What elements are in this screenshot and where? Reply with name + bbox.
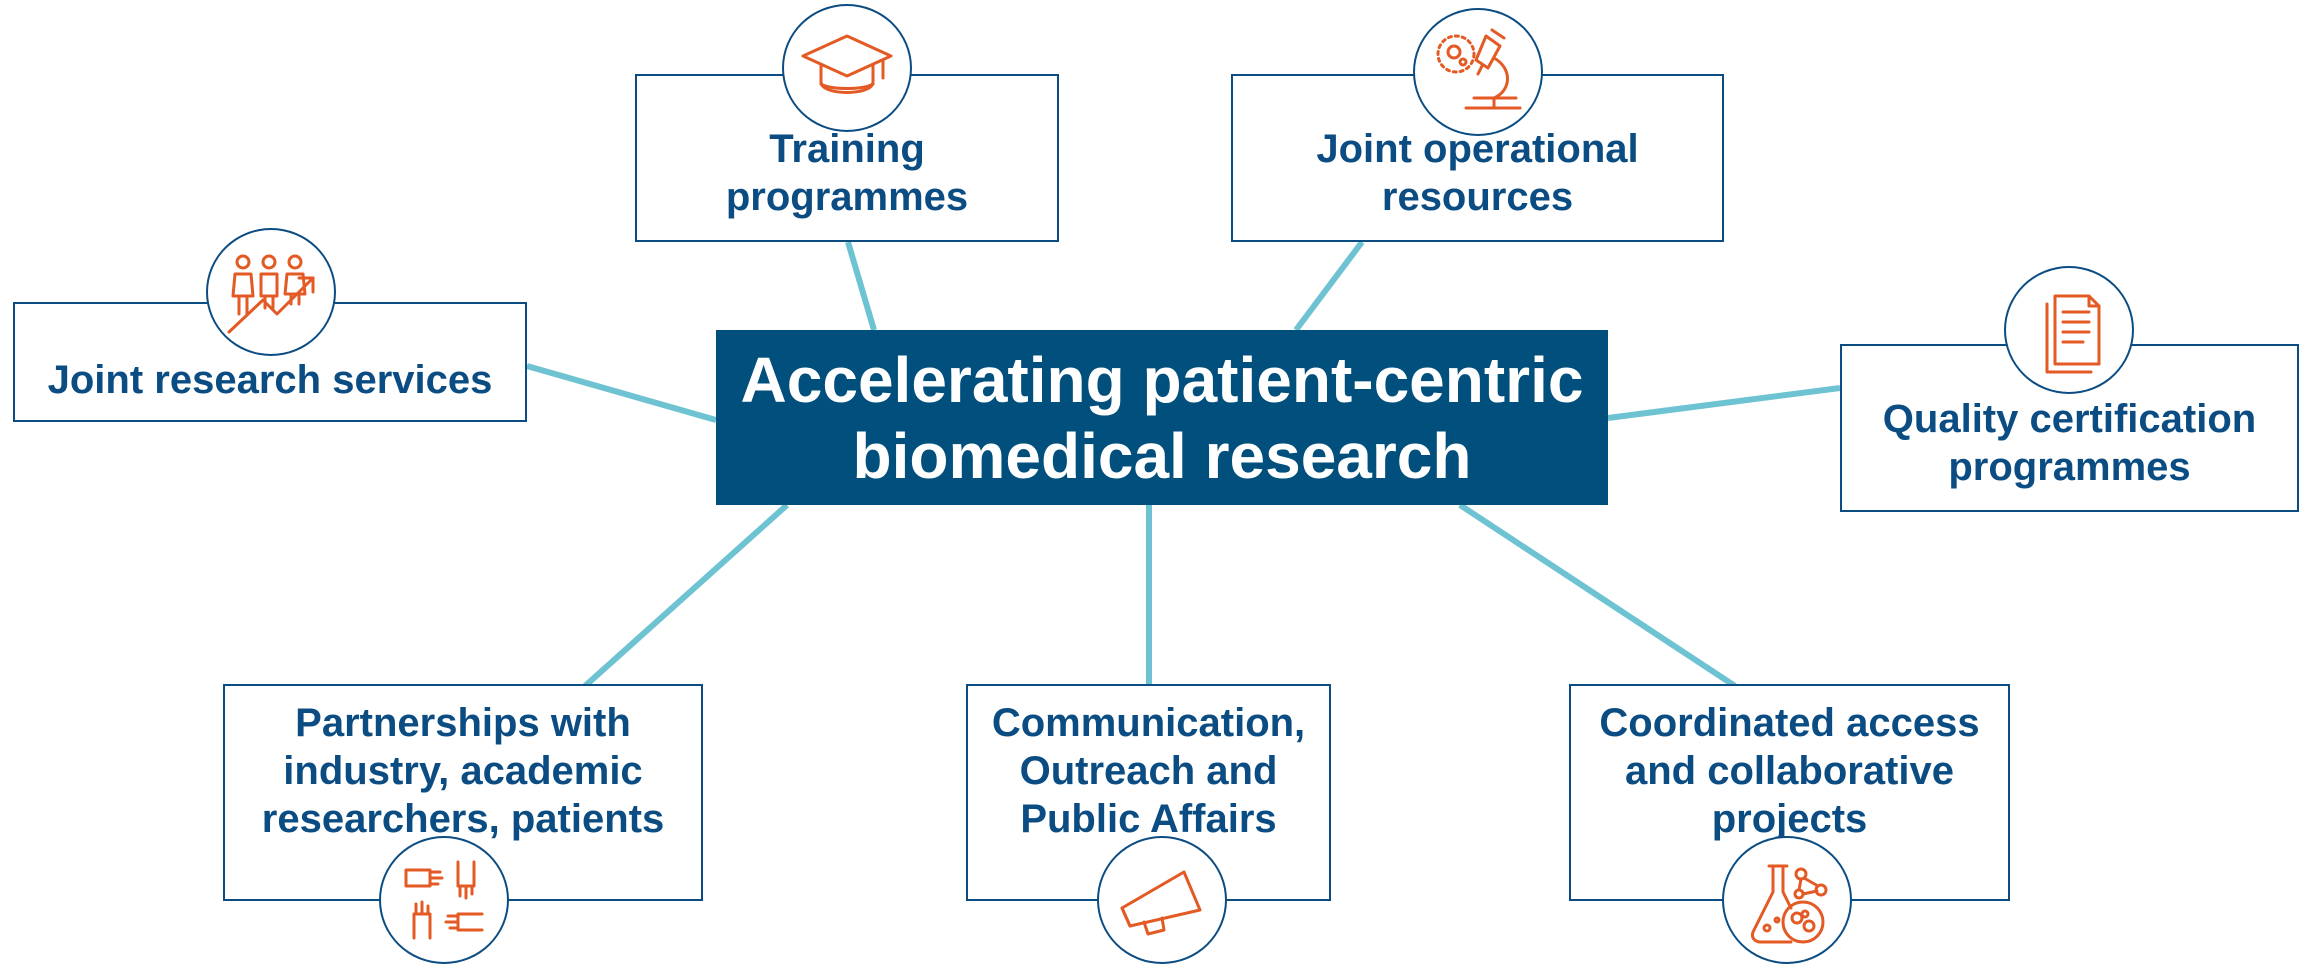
connector-operational	[1293, 240, 1365, 332]
connector-partnerships	[582, 502, 790, 689]
node-training-label: Training programmes	[726, 125, 968, 221]
megaphone-icon	[1120, 870, 1202, 936]
central-goal-line-2: biomedical research	[852, 419, 1472, 492]
node-quality-label: Quality certification programmes	[1883, 395, 2256, 491]
node-coordinated-line-3: projects	[1711, 796, 1868, 841]
documents-icon	[2045, 294, 2101, 374]
node-partnerships-label: Partnerships with industry, academic res…	[262, 699, 664, 843]
badge-partnerships	[379, 836, 509, 964]
node-communication-line-1: Communication,	[991, 700, 1306, 745]
node-research-label: Joint research services	[48, 356, 493, 404]
node-training-line-2: programmes	[725, 175, 969, 219]
connector-coordinated	[1458, 502, 1737, 689]
badge-research	[206, 228, 336, 356]
node-coordinated-line-1: Coordinated access	[1599, 700, 1980, 745]
badge-operational	[1413, 8, 1543, 136]
connector-quality	[1607, 385, 1841, 421]
node-partnerships-line-1: Partnerships with	[295, 700, 631, 745]
people-growth-icon	[227, 254, 315, 334]
badge-training	[782, 4, 912, 132]
node-coordinated-access: Coordinated access and collaborative pro…	[1569, 684, 2010, 901]
central-goal-box: Accelerating patient-centric biomedical …	[716, 330, 1608, 505]
node-communication-label: Communication, Outreach and Public Affai…	[992, 699, 1305, 843]
node-training-line-1: Training	[769, 127, 925, 171]
lab-flask-icon	[1751, 864, 1828, 944]
badge-coordinated	[1722, 836, 1852, 964]
node-coordinated-label: Coordinated access and collaborative pro…	[1599, 699, 1979, 843]
node-quality-line-1: Quality certification	[1882, 397, 2257, 441]
node-quality-line-2: programmes	[1948, 445, 2191, 489]
node-communication-line-3: Public Affairs	[1020, 796, 1277, 841]
central-goal-line-1: Accelerating patient-centric	[740, 343, 1584, 416]
connector-research	[526, 363, 717, 423]
node-partnerships-line-3: researchers, patients	[261, 796, 665, 841]
node-partnerships-line-2: industry, academic	[283, 748, 643, 793]
node-quality-certification-programmes: Quality certification programmes	[1840, 344, 2299, 512]
node-research-line-1: Joint research services	[47, 358, 493, 402]
node-communication-line-2: Outreach and	[1019, 748, 1278, 793]
node-operational-label: Joint operational resources	[1316, 125, 1638, 221]
badge-communication	[1097, 836, 1227, 964]
node-coordinated-line-2: and collaborative	[1625, 748, 1954, 793]
badge-quality	[2004, 266, 2134, 394]
connector-training	[845, 241, 877, 331]
microscope-icon	[1436, 28, 1522, 110]
node-operational-line-2: resources	[1381, 175, 1574, 219]
hands-joined-icon	[404, 860, 484, 940]
graduation-cap-icon	[801, 34, 893, 94]
